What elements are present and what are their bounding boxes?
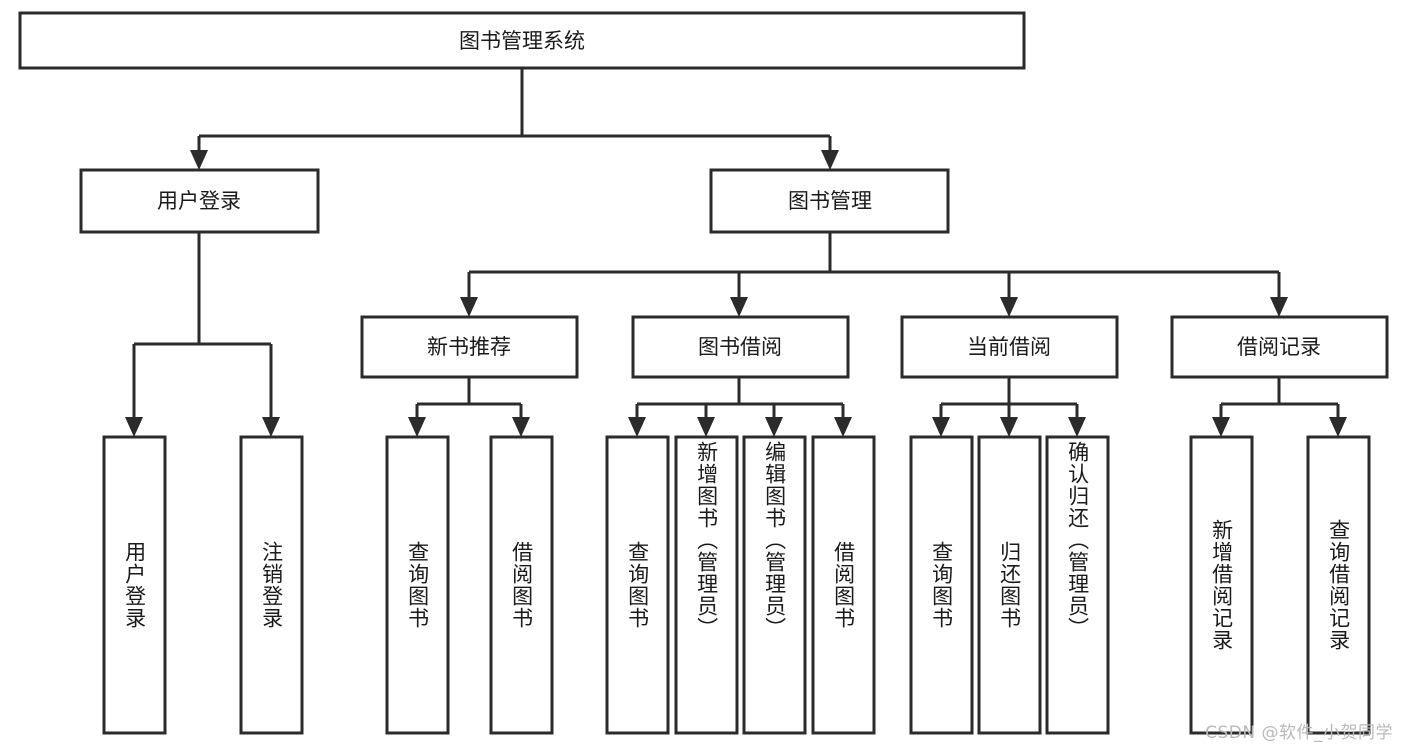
node-user-login-box[interactable] bbox=[79, 168, 320, 234]
leaf-query-book-1-label: 查询图书 bbox=[405, 541, 430, 629]
node-new-book-recommend-box[interactable] bbox=[360, 315, 579, 379]
node-current-borrow-box[interactable] bbox=[900, 315, 1119, 379]
leaf-borrow-book-1-box[interactable] bbox=[489, 435, 554, 735]
connector-group-new-book-recommend bbox=[408, 377, 530, 437]
arrowhead-leaf-query-book-2 bbox=[628, 417, 646, 437]
arrowhead-leaf-add-book bbox=[697, 417, 715, 437]
leaf-query-book-2-box[interactable] bbox=[605, 435, 670, 735]
node-user-login-label: 用户登录 bbox=[157, 189, 241, 213]
leaf-add-record-label: 新增借阅记录 bbox=[1209, 519, 1234, 651]
node-user-login[interactable]: 用户登录 bbox=[79, 168, 320, 234]
node-book-borrow[interactable]: 图书借阅 bbox=[631, 315, 850, 379]
arrowhead-leaf-query-book-3 bbox=[932, 417, 950, 437]
connector-group-current-borrow bbox=[932, 377, 1086, 437]
node-new-book-recommend-label: 新书推荐 bbox=[427, 335, 511, 359]
leaf-user-login-box[interactable] bbox=[102, 435, 167, 735]
node-book-manage-label: 图书管理 bbox=[788, 189, 872, 213]
leaf-node-borrow-book-2[interactable]: 借阅图书 bbox=[811, 435, 876, 735]
arrowhead-current-borrow bbox=[1000, 297, 1018, 317]
arrowhead-leaf-logout-login bbox=[262, 417, 280, 437]
node-borrow-record[interactable]: 借阅记录 bbox=[1170, 315, 1389, 379]
node-book-manage[interactable]: 图书管理 bbox=[709, 168, 950, 234]
leaf-query-book-3-box[interactable] bbox=[909, 435, 974, 735]
leaf-node-add-record[interactable]: 新增借阅记录 bbox=[1189, 435, 1254, 735]
leaf-confirm-return-box[interactable] bbox=[1045, 435, 1110, 735]
node-current-borrow[interactable]: 当前借阅 bbox=[900, 315, 1119, 379]
leaf-query-book-3-label: 查询图书 bbox=[929, 541, 954, 629]
arrowhead-leaf-confirm-return bbox=[1068, 417, 1086, 437]
leaf-logout-login-box[interactable] bbox=[239, 435, 304, 735]
arrowhead-leaf-user-login bbox=[125, 417, 143, 437]
arrowhead-borrow-record bbox=[1270, 297, 1288, 317]
arrowhead-leaf-edit-book bbox=[765, 417, 783, 437]
arrowhead-leaf-query-record bbox=[1329, 417, 1347, 437]
leaf-node-user-login[interactable]: 用户登录 bbox=[102, 435, 167, 735]
leaf-borrow-book-1-label: 借阅图书 bbox=[509, 541, 534, 629]
leaf-confirm-return-label: 确认归还（管理员） bbox=[1065, 441, 1090, 639]
node-borrow-record-label: 借阅记录 bbox=[1237, 335, 1321, 359]
node-root-box[interactable] bbox=[18, 11, 1026, 70]
leaf-node-query-book-1[interactable]: 查询图书 bbox=[385, 435, 450, 735]
arrowhead-new-book-recommend bbox=[460, 297, 478, 317]
arrowhead-leaf-return-book bbox=[1000, 417, 1018, 437]
leaf-return-book-box[interactable] bbox=[977, 435, 1042, 735]
leaf-return-book-label: 归还图书 bbox=[997, 541, 1022, 629]
leaf-borrow-book-2-label: 借阅图书 bbox=[831, 541, 856, 629]
leaf-query-book-2-label: 查询图书 bbox=[625, 541, 650, 629]
arrowhead-leaf-query-book-1 bbox=[408, 417, 426, 437]
node-root-label: 图书管理系统 bbox=[459, 29, 585, 53]
arrowhead-leaf-add-record bbox=[1212, 417, 1230, 437]
arrowhead-leaf-borrow-book-1 bbox=[512, 417, 530, 437]
leaf-edit-book-box[interactable] bbox=[742, 435, 807, 735]
node-root[interactable]: 图书管理系统 bbox=[18, 11, 1026, 70]
arrowhead-book-manage bbox=[821, 150, 839, 170]
connector-group-book-manage bbox=[460, 232, 1288, 317]
node-borrow-record-box[interactable] bbox=[1170, 315, 1389, 379]
leaf-node-edit-book[interactable]: 编辑图书（管理员） bbox=[742, 435, 807, 735]
leaf-node-query-book-3[interactable]: 查询图书 bbox=[909, 435, 974, 735]
leaf-node-logout-login[interactable]: 注销登录 bbox=[239, 435, 304, 735]
arrowhead-leaf-borrow-book-2 bbox=[834, 417, 852, 437]
leaf-node-borrow-book-1[interactable]: 借阅图书 bbox=[489, 435, 554, 735]
node-book-borrow-label: 图书借阅 bbox=[698, 335, 782, 359]
leaf-node-return-book[interactable]: 归还图书 bbox=[977, 435, 1042, 735]
leaf-node-query-book-2[interactable]: 查询图书 bbox=[605, 435, 670, 735]
leaf-add-book-box[interactable] bbox=[674, 435, 739, 735]
node-book-manage-box[interactable] bbox=[709, 168, 950, 234]
connector-group-root bbox=[190, 68, 839, 170]
node-book-borrow-box[interactable] bbox=[631, 315, 850, 379]
leaf-edit-book-label: 编辑图书（管理员） bbox=[762, 441, 787, 639]
leaf-node-add-book[interactable]: 新增图书（管理员） bbox=[674, 435, 739, 735]
connector-group-user-login bbox=[125, 232, 280, 437]
connector-group-book-borrow bbox=[628, 377, 852, 437]
leaf-user-login-label: 用户登录 bbox=[122, 541, 147, 629]
leaf-node-confirm-return[interactable]: 确认归还（管理员） bbox=[1045, 435, 1110, 735]
leaf-query-record-box[interactable] bbox=[1306, 435, 1371, 735]
leaf-query-book-1-box[interactable] bbox=[385, 435, 450, 735]
arrowhead-user-login bbox=[190, 150, 208, 170]
arrowhead-book-borrow bbox=[730, 297, 748, 317]
leaf-add-record-box[interactable] bbox=[1189, 435, 1254, 735]
leaf-query-record-label: 查询借阅记录 bbox=[1326, 519, 1351, 651]
node-new-book-recommend[interactable]: 新书推荐 bbox=[360, 315, 579, 379]
leaf-add-book-label: 新增图书（管理员） bbox=[694, 441, 719, 639]
node-current-borrow-label: 当前借阅 bbox=[967, 335, 1051, 359]
leaf-borrow-book-2-box[interactable] bbox=[811, 435, 876, 735]
leaf-node-query-record[interactable]: 查询借阅记录 bbox=[1306, 435, 1371, 735]
leaf-logout-login-label: 注销登录 bbox=[259, 541, 284, 629]
connector-group-borrow-record bbox=[1212, 377, 1347, 437]
